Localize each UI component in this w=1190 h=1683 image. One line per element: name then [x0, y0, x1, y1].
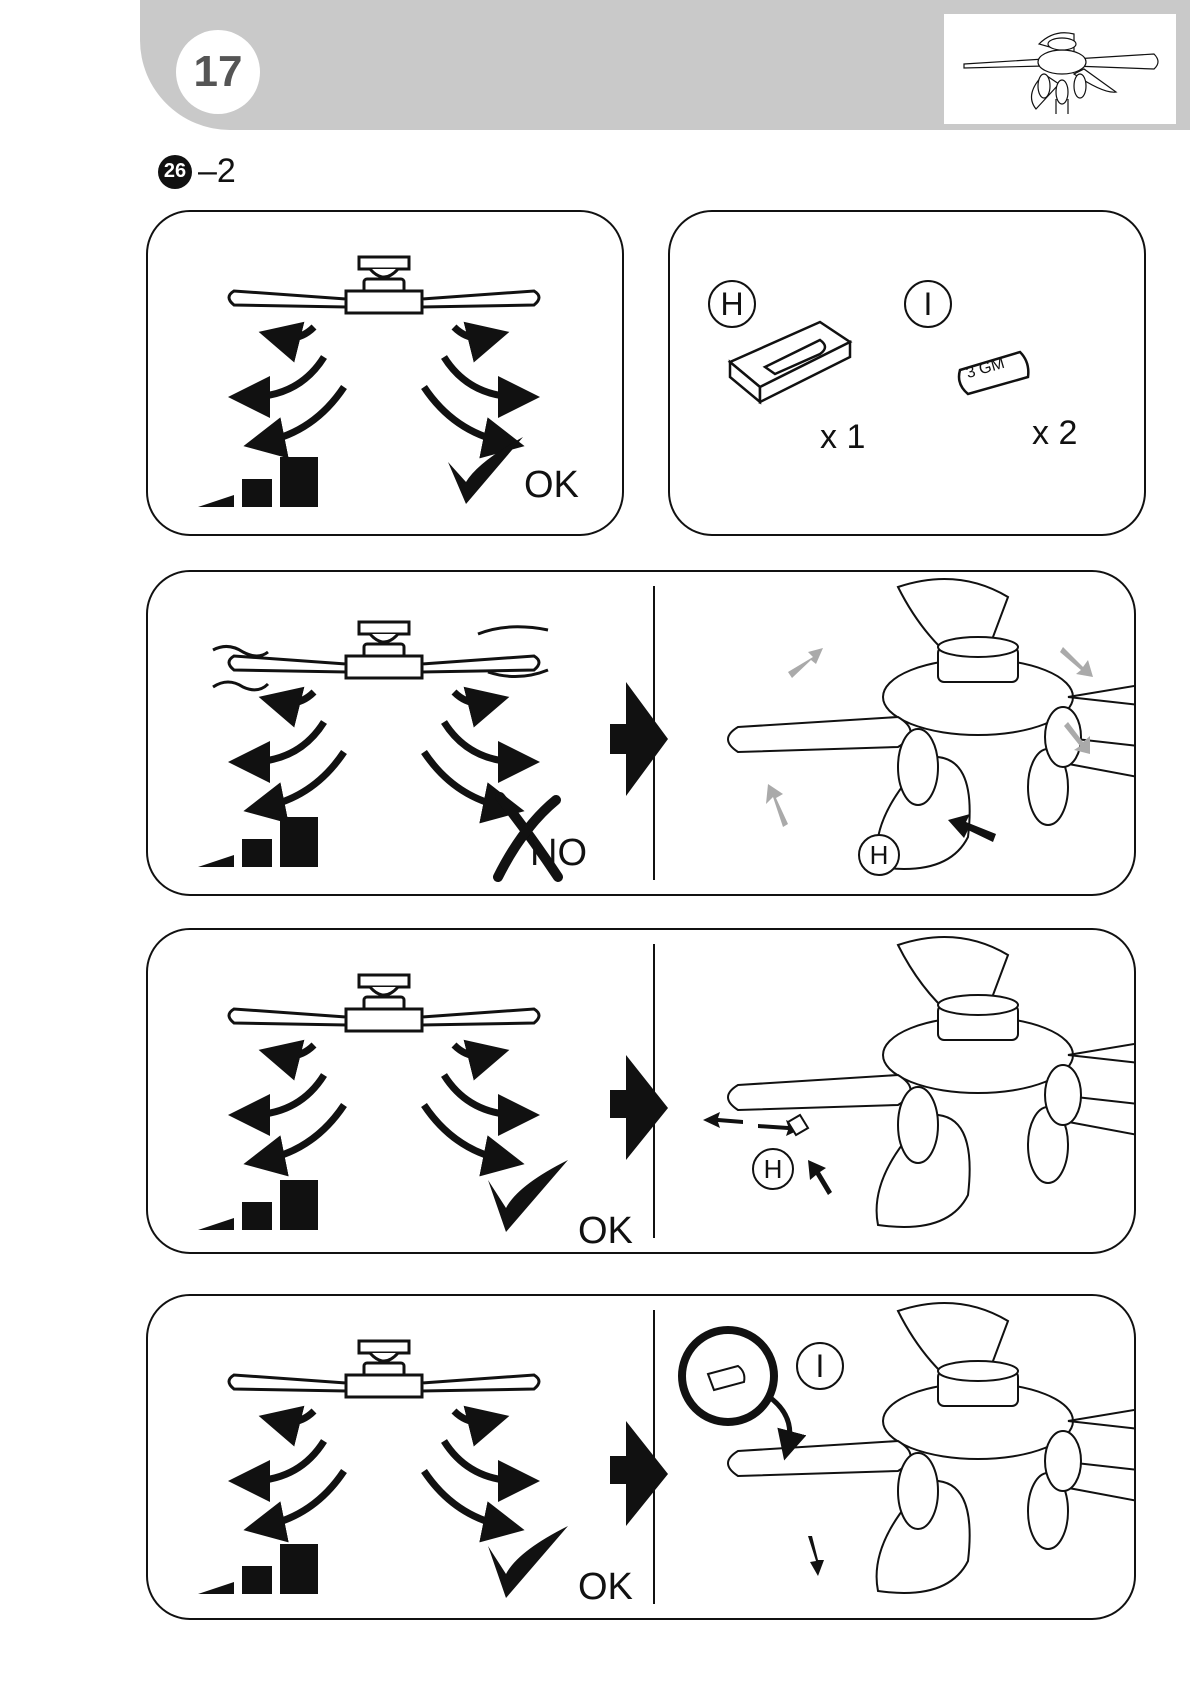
airflow-arrows-icon: [249, 327, 519, 442]
qty-i: x 2: [1032, 414, 1077, 453]
checkmark-icon: [488, 1160, 568, 1232]
checkmark-icon: [488, 1526, 568, 1598]
speed-bars-icon: [198, 1544, 318, 1594]
fan-blade-detail-icon: [728, 937, 1134, 1227]
fan-icon: [944, 14, 1176, 124]
result-label: OK: [578, 1210, 633, 1253]
right-arrow-icon: [610, 1055, 668, 1160]
fan-icon: [229, 1341, 539, 1397]
speed-bars-icon: [198, 1180, 318, 1230]
right-arrow-icon: [610, 1421, 668, 1526]
result-label: NO: [530, 832, 587, 875]
callout-h: H: [858, 834, 900, 876]
qty-h: x 1: [820, 418, 865, 457]
callout-h: H: [752, 1148, 794, 1190]
panel-reference-ok: OK: [146, 210, 624, 536]
right-arrow-icon: [610, 682, 668, 796]
checkmark-icon: [448, 437, 523, 504]
page-number: 17: [176, 30, 260, 114]
panel-wobble-no: NO H: [146, 570, 1136, 896]
step-number: 26: [158, 155, 192, 189]
airflow-arrows-icon: [249, 692, 519, 807]
fan-blade-detail-icon: [728, 579, 1134, 869]
step-label: 26 –2: [158, 152, 236, 191]
part-h-label: H: [708, 280, 756, 328]
result-label: OK: [578, 1566, 633, 1609]
airflow-arrows-icon: [249, 1045, 519, 1160]
panel-weight-ok: OK I: [146, 1294, 1136, 1620]
panel-parts: H I 3 GM x 1 x 2: [668, 210, 1146, 536]
fan-thumbnail: [944, 14, 1176, 124]
fan-icon: [229, 975, 539, 1031]
result-label: OK: [524, 464, 579, 507]
airflow-arrows-icon: [249, 1411, 519, 1526]
speed-bars-icon: [198, 457, 318, 507]
part-i-label: I: [904, 280, 952, 328]
callout-i: I: [796, 1342, 844, 1390]
balancing-clip-icon: [730, 322, 850, 402]
step-suffix: –2: [198, 152, 236, 191]
panel-clip-ok: OK H: [146, 928, 1136, 1254]
fan-icon: [229, 257, 539, 313]
speed-bars-icon: [198, 817, 318, 867]
fan-blade-detail-icon: [728, 1303, 1134, 1593]
